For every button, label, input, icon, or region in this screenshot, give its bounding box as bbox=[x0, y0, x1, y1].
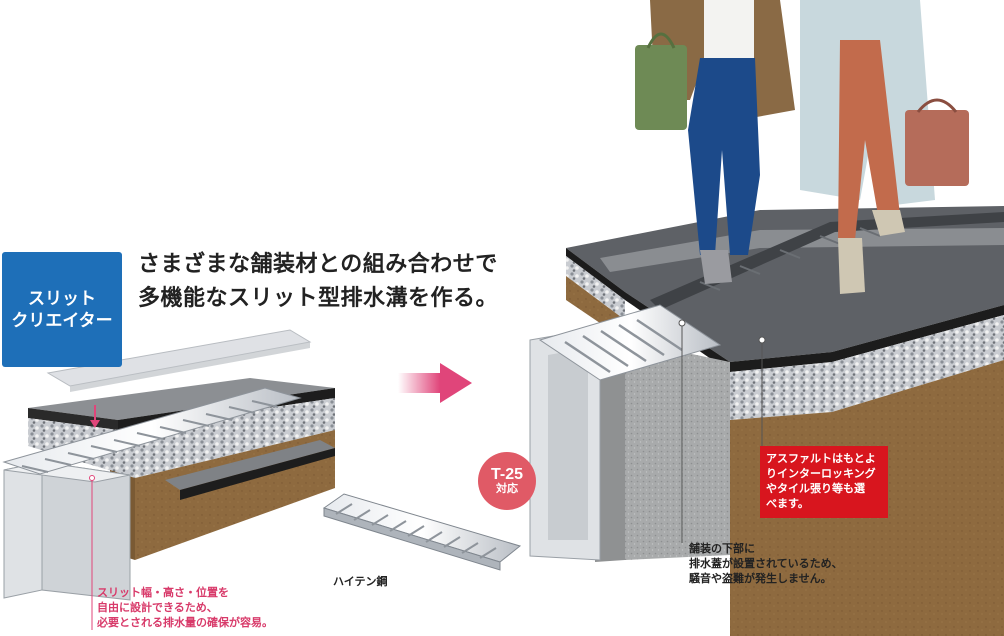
headline-line-1: さまざまな舗装材との組み合わせで bbox=[138, 252, 498, 277]
slit-creator-badge: スリット クリエイター bbox=[2, 252, 122, 367]
pedestrians bbox=[635, 0, 969, 294]
slit-caption-line-1: スリット幅・高さ・位置を bbox=[97, 586, 229, 599]
headline-line-2: 多機能なスリット型排水溝を作る。 bbox=[138, 286, 499, 311]
high-tensile-steel-grating bbox=[322, 493, 522, 571]
slit-caption-line-3: 必要とされる排水量の確保が容易。 bbox=[97, 616, 273, 629]
load-rating-badge: T-25 対応 bbox=[478, 452, 536, 510]
badge-line-2: クリエイター bbox=[11, 310, 113, 331]
under-caption-line-1: 舗装の下部に bbox=[689, 542, 755, 555]
steel-label: ハイテン鋼 bbox=[333, 575, 388, 588]
surface-slit bbox=[650, 212, 1004, 310]
left-drain-diagram bbox=[2, 329, 335, 630]
drain-channel-left bbox=[3, 461, 43, 599]
load-rating: T-25 bbox=[490, 466, 523, 483]
asphalt-note-line-3: やタイル張り等も選 bbox=[766, 482, 865, 495]
pavement-top-left bbox=[28, 378, 335, 420]
asphalt-note-line-1: アスファルトはもとよ bbox=[766, 452, 876, 465]
gravel-layer-left bbox=[28, 398, 335, 478]
under-caption-line-3: 騒音や盗難が発生しません。 bbox=[689, 572, 832, 585]
under-caption-line-2: 排水蓋が設置されているため、 bbox=[689, 557, 843, 570]
headline: さまざまな舗装材との組み合わせで 多機能なスリット型排水溝を作る。 bbox=[138, 248, 558, 316]
under-pavement-caption: 舗装の下部に 排水蓋が設置されているため、 騒音や盗難が発生しません。 bbox=[689, 541, 843, 586]
asphalt-note: アスファルトはもとよ りインターロッキング やタイル張り等も選 べます。 bbox=[760, 446, 888, 518]
asphalt-note-line-4: べます。 bbox=[766, 497, 809, 510]
gravel-layer-right bbox=[566, 256, 625, 320]
load-rating-suffix: 対応 bbox=[496, 483, 518, 495]
badge-line-1: スリット bbox=[28, 288, 96, 309]
grating-left bbox=[2, 387, 302, 475]
transition-arrow-icon bbox=[398, 363, 472, 403]
concrete-block bbox=[625, 340, 730, 560]
asphalt-note-line-2: りインターロッキング bbox=[766, 467, 876, 480]
slit-design-caption: スリット幅・高さ・位置を 自由に設計できるため、 必要とされる排水量の確保が容易… bbox=[97, 585, 273, 630]
grating-right bbox=[538, 304, 722, 381]
slit-caption-line-2: 自由に設計できるため、 bbox=[97, 601, 218, 614]
